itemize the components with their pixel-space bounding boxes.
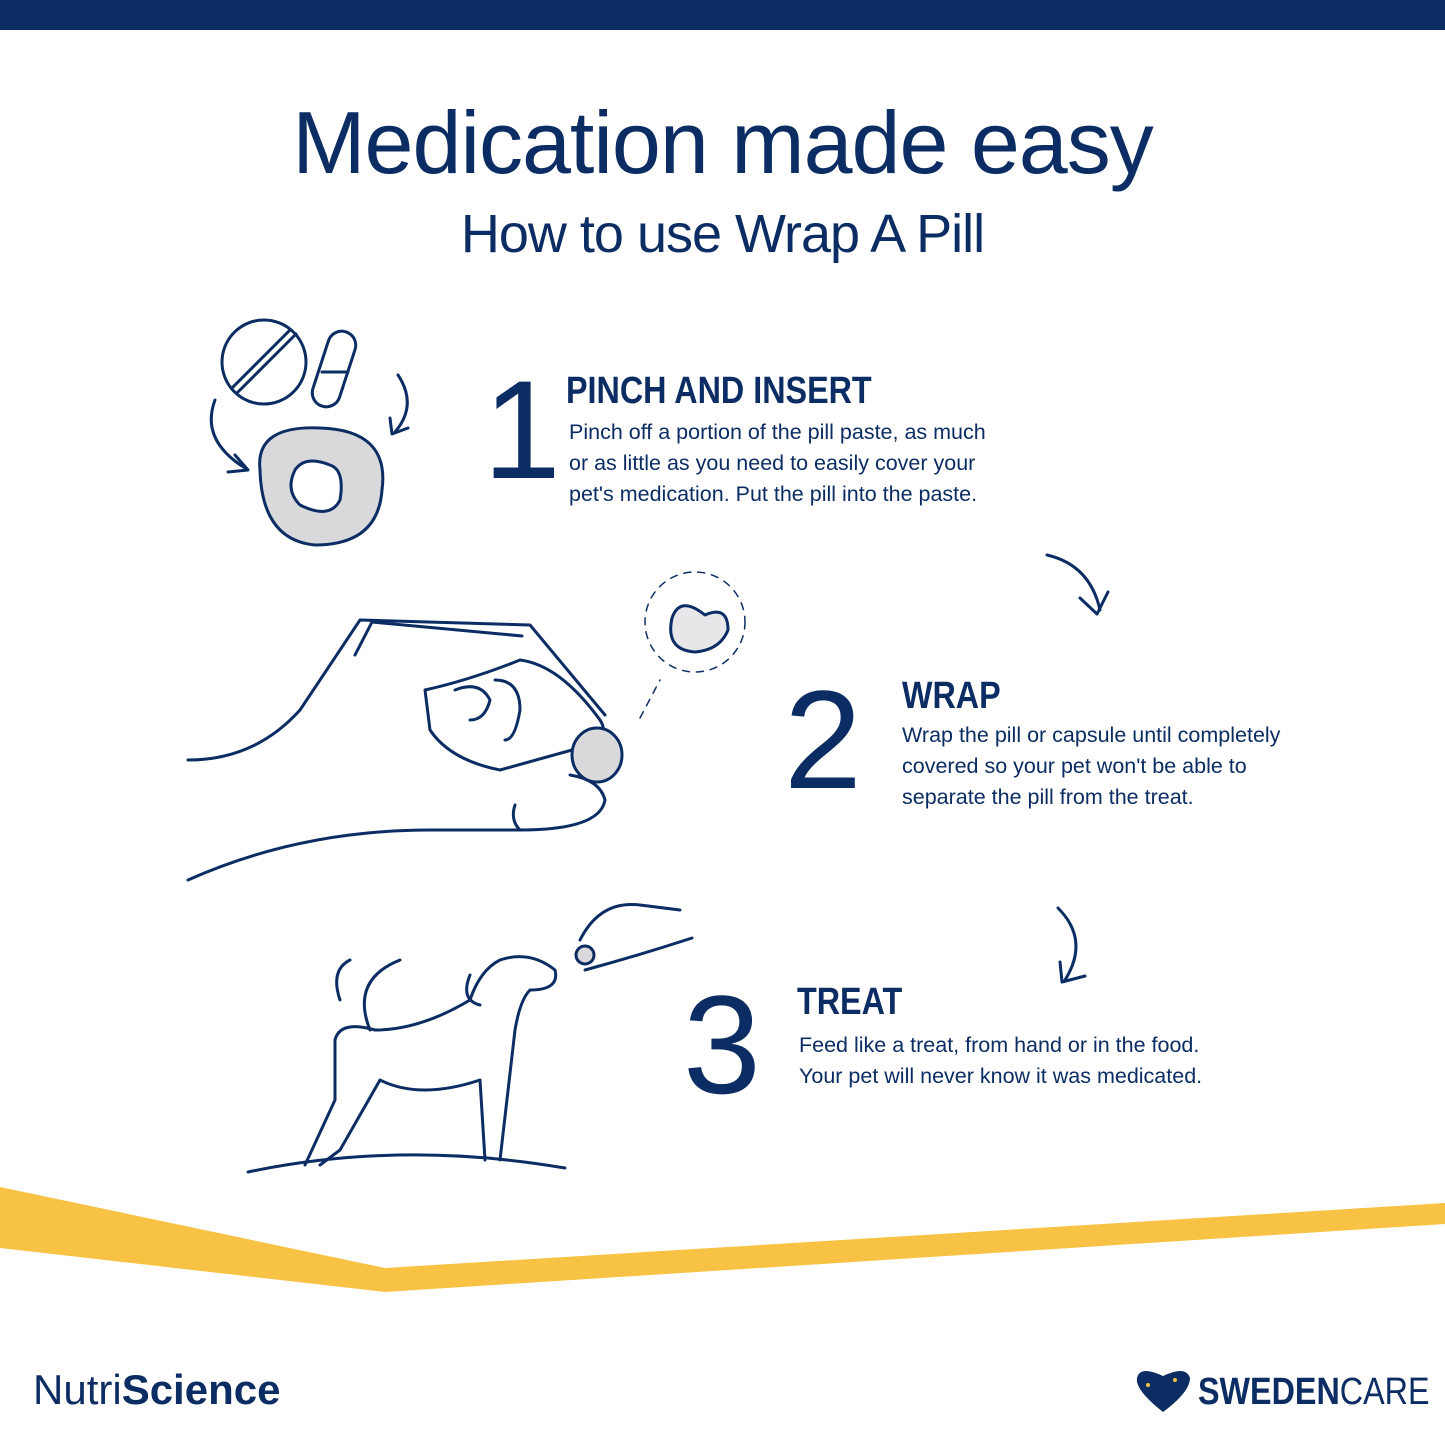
swedencare-heart-logo [1136,1370,1190,1412]
step-1-number: 1 [483,351,561,508]
step-3-heading: TREAT [797,981,903,1023]
text-line: separate the pill from the treat. [902,785,1194,809]
step-1-text: Pinch off a portion of the pill paste, a… [569,417,986,510]
step-1-heading: PINCH AND INSERT [566,370,872,412]
step-3-number: 3 [683,966,761,1123]
step-2-text: Wrap the pill or capsule until completel… [902,720,1280,813]
text-line: or as little as you need to easily cover… [569,451,976,475]
hand-illustration [186,571,746,882]
top-bar [0,0,1445,30]
nutriscience-logo: NutriScience [33,1366,280,1414]
text-line: Your pet will never know it was medicate… [799,1064,1203,1088]
text-line: pet's medication. Put the pill into the … [569,482,978,506]
logo-text-bold: SWEDEN [1198,1371,1340,1413]
logo-text: Nutri [33,1366,122,1413]
step-3-text: Feed like a treat, from hand or in the f… [799,1030,1202,1092]
swedencare-logo: SWEDENCARE [1198,1371,1430,1414]
step-2-number: 2 [784,661,862,818]
page-subtitle: How to use Wrap A Pill [460,204,985,264]
text-line: Feed like a treat, from hand or in the f… [799,1033,1200,1057]
text-line: covered so your pet won't be able to [902,754,1247,778]
page-title: Medication made easy [292,93,1153,192]
step-2-heading: WRAP [902,675,1001,717]
logo-text: CARE [1339,1371,1430,1413]
logo-text-bold: Science [121,1366,281,1413]
arrow-icons [1045,553,1110,984]
yellow-swoosh [0,1187,1445,1292]
pills-illustration [209,318,410,547]
dog-illustration [246,902,694,1174]
text-line: Pinch off a portion of the pill paste, a… [569,420,986,444]
text-line: Wrap the pill or capsule until completel… [902,723,1281,747]
